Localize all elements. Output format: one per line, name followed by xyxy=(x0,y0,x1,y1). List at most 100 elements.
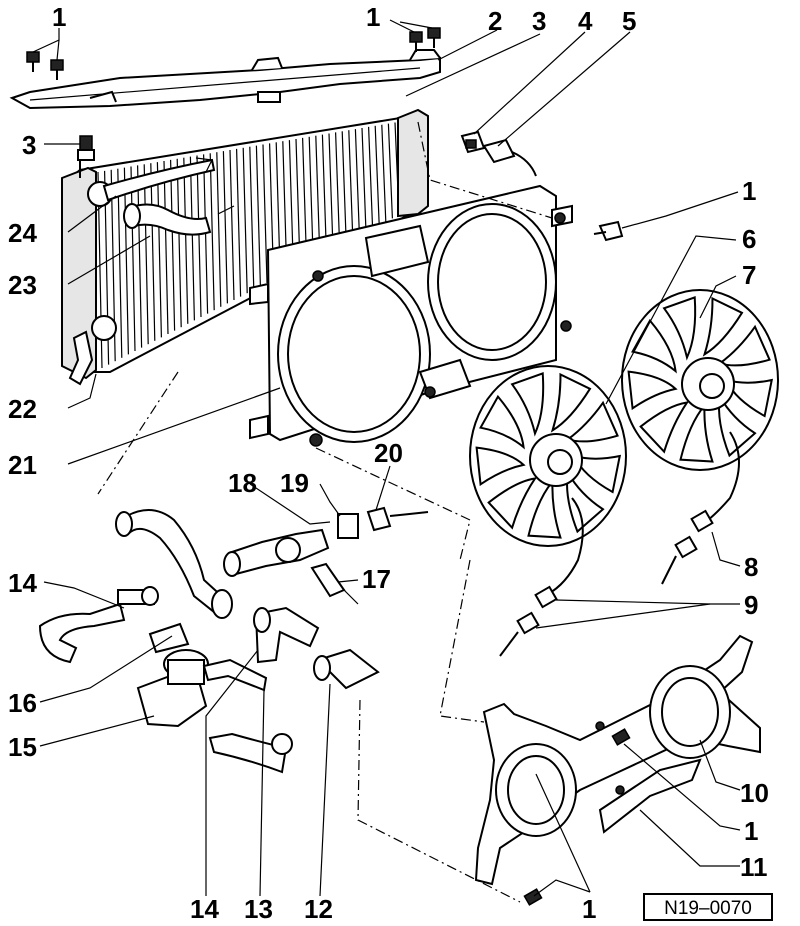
radiator-fin xyxy=(387,123,393,219)
callout-9: 9 xyxy=(744,590,758,620)
fan-blade xyxy=(475,446,526,487)
diagram-reference-number: N19–0070 xyxy=(664,898,752,919)
fan-shroud xyxy=(249,184,573,447)
diagram-reference-box: N19–0070 xyxy=(643,893,773,921)
fan-blade xyxy=(510,372,545,437)
callout-20: 20 xyxy=(374,438,403,468)
callout-14: 14 xyxy=(190,894,219,924)
sensor-20 xyxy=(366,506,429,532)
callout-labels: 1 1 2 3 4 5 3 1 24 6 23 7 22 21 20 18 19… xyxy=(8,2,769,924)
control-valve-15 xyxy=(136,649,209,728)
cooling-fan-6 xyxy=(469,365,627,595)
callout-24: 24 xyxy=(8,218,37,248)
radiator-fin xyxy=(341,131,347,243)
radiator-fin xyxy=(348,130,354,239)
radiator-fin xyxy=(163,160,169,335)
fan-blade xyxy=(717,324,771,367)
bolt-frame-b xyxy=(523,888,543,906)
radiator-fin xyxy=(255,145,261,287)
radiator-fin xyxy=(130,166,136,352)
radiator-fin xyxy=(328,133,334,250)
radiator-fin xyxy=(117,168,123,358)
callout-16: 16 xyxy=(8,688,37,718)
fan-blade xyxy=(566,469,605,534)
radiator-fin xyxy=(262,144,268,284)
hose-lower-elbow xyxy=(208,732,293,774)
callout-21: 21 xyxy=(8,450,37,480)
callout-6: 6 xyxy=(742,224,756,254)
bolt-frame-a xyxy=(611,728,631,746)
callout-8: 8 xyxy=(744,552,758,582)
radiator-fin xyxy=(368,126,374,229)
radiator-fin xyxy=(335,132,341,246)
callout-14: 14 xyxy=(8,568,37,598)
radiator-fin xyxy=(183,157,189,324)
radiator-fin xyxy=(209,153,215,311)
fan-blade xyxy=(565,400,619,443)
radiator-upper-hose xyxy=(102,157,216,202)
callout-23: 23 xyxy=(8,270,37,300)
callout-22: 22 xyxy=(8,394,37,424)
hose-14-left xyxy=(38,586,159,664)
fan-blade xyxy=(639,401,690,454)
radiator-fin xyxy=(374,125,380,226)
fan-frame-10 xyxy=(474,634,761,886)
radiator-fin xyxy=(137,165,143,348)
radiator-fin xyxy=(242,147,248,294)
temperature-sender-17 xyxy=(310,562,359,605)
callout-11: 11 xyxy=(740,852,768,882)
thermostat-housing xyxy=(223,528,330,577)
callout-19: 19 xyxy=(280,468,309,498)
coolant-hose-large xyxy=(115,509,233,619)
hose-13 xyxy=(202,658,268,692)
fan-blade xyxy=(550,372,592,433)
callout-1: 1 xyxy=(366,2,380,32)
bolt-shroud xyxy=(593,220,624,242)
radiator-fin xyxy=(189,156,195,321)
fan-blade xyxy=(679,402,714,463)
radiator-fin xyxy=(216,152,222,307)
callout-15: 15 xyxy=(8,732,37,762)
callout-7: 7 xyxy=(742,260,756,290)
radiator-fin xyxy=(354,129,360,236)
upper-crossmember-bracket xyxy=(9,49,441,110)
gasket-19 xyxy=(337,513,359,539)
callout-1: 1 xyxy=(742,176,756,206)
radiator-fin xyxy=(143,164,149,345)
fan-blade xyxy=(702,296,744,357)
radiator-fin xyxy=(123,167,129,355)
radiator-fin xyxy=(150,163,156,341)
callout-1: 1 xyxy=(52,2,66,32)
temperature-switch-4 xyxy=(460,130,486,154)
callout-3: 3 xyxy=(22,130,36,160)
temperature-switch-5 xyxy=(482,138,537,177)
fan-blade xyxy=(527,478,562,539)
radiator-fin xyxy=(196,155,202,318)
radiator-fin xyxy=(236,148,242,297)
hose-12 xyxy=(313,648,380,690)
callout-5: 5 xyxy=(622,6,636,36)
callout-10: 10 xyxy=(740,778,769,808)
connector-8 xyxy=(661,509,714,585)
callout-13: 13 xyxy=(244,894,273,924)
bolt-top-right xyxy=(409,27,441,52)
fan-blade xyxy=(662,296,697,361)
radiator-fin xyxy=(315,135,321,256)
alignment-lines xyxy=(97,121,553,903)
radiator-fin xyxy=(381,124,387,222)
bracket-11 xyxy=(598,758,702,834)
fan-blade xyxy=(627,370,678,411)
fan-blade xyxy=(718,393,757,458)
callout-12: 12 xyxy=(304,894,333,924)
callout-4: 4 xyxy=(578,6,593,36)
radiator-fin xyxy=(249,146,255,290)
callout-18: 18 xyxy=(228,468,257,498)
callout-1: 1 xyxy=(744,816,758,846)
radiator-fin xyxy=(170,159,176,331)
connector-9 xyxy=(499,585,558,657)
radiator-fin xyxy=(222,151,228,304)
coolant-hose-23 xyxy=(123,203,235,236)
cooling-fan-7 xyxy=(621,289,779,521)
radiator-fin xyxy=(321,134,327,253)
